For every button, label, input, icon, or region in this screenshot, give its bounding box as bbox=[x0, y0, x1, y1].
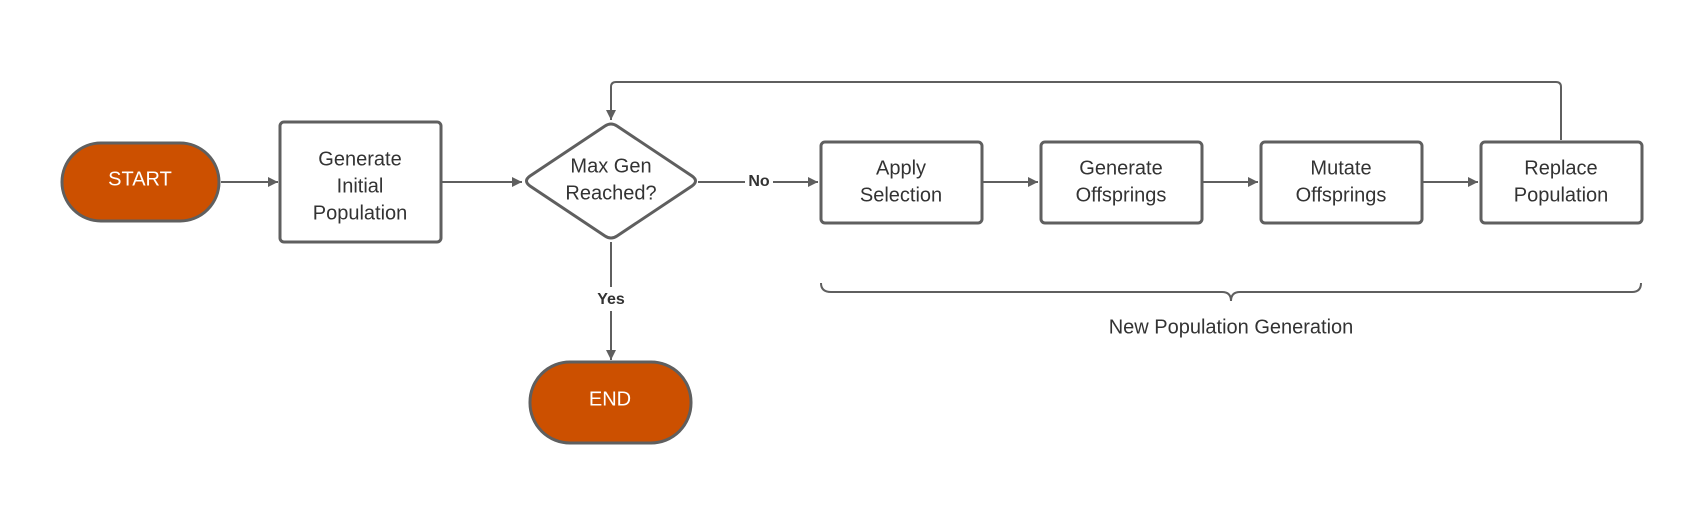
node-label-line: Offsprings bbox=[1076, 184, 1167, 206]
edge-label-yes: Yes bbox=[597, 291, 625, 308]
edge-label-no: No bbox=[748, 173, 770, 190]
apply-selection-node: Apply Selection bbox=[819, 140, 984, 225]
edge-replace-loop-back bbox=[606, 81, 1562, 140]
node-label-line: Replace bbox=[1524, 157, 1597, 179]
end-label: END bbox=[589, 388, 631, 410]
decision-label-line: Reached? bbox=[565, 182, 656, 204]
replace-population-node: Replace Population bbox=[1479, 140, 1644, 225]
end-terminal: END bbox=[528, 360, 693, 445]
node-label-line: Apply bbox=[876, 157, 926, 179]
generate-initial-population-node: Generate Initial Population bbox=[278, 120, 443, 244]
node-label-line: Mutate bbox=[1310, 157, 1371, 179]
group-label: New Population Generation bbox=[1109, 316, 1354, 338]
max-gen-reached-decision: Max Gen Reached? bbox=[525, 122, 697, 240]
decision-label-line: Max Gen bbox=[570, 155, 651, 177]
node-label-line: Population bbox=[313, 202, 408, 224]
node-label-line: Offsprings bbox=[1296, 184, 1387, 206]
node-label-line: Population bbox=[1514, 184, 1609, 206]
group-brace bbox=[820, 282, 1642, 302]
node-label-line: Selection bbox=[860, 184, 942, 206]
node-label-line: Generate bbox=[318, 148, 401, 170]
start-terminal: START bbox=[60, 141, 221, 223]
node-label-line: Generate bbox=[1079, 157, 1162, 179]
mutate-offsprings-node: Mutate Offsprings bbox=[1259, 140, 1424, 225]
node-label-line: Initial bbox=[337, 175, 384, 197]
start-label: START bbox=[108, 168, 172, 190]
generate-offsprings-node: Generate Offsprings bbox=[1039, 140, 1204, 225]
